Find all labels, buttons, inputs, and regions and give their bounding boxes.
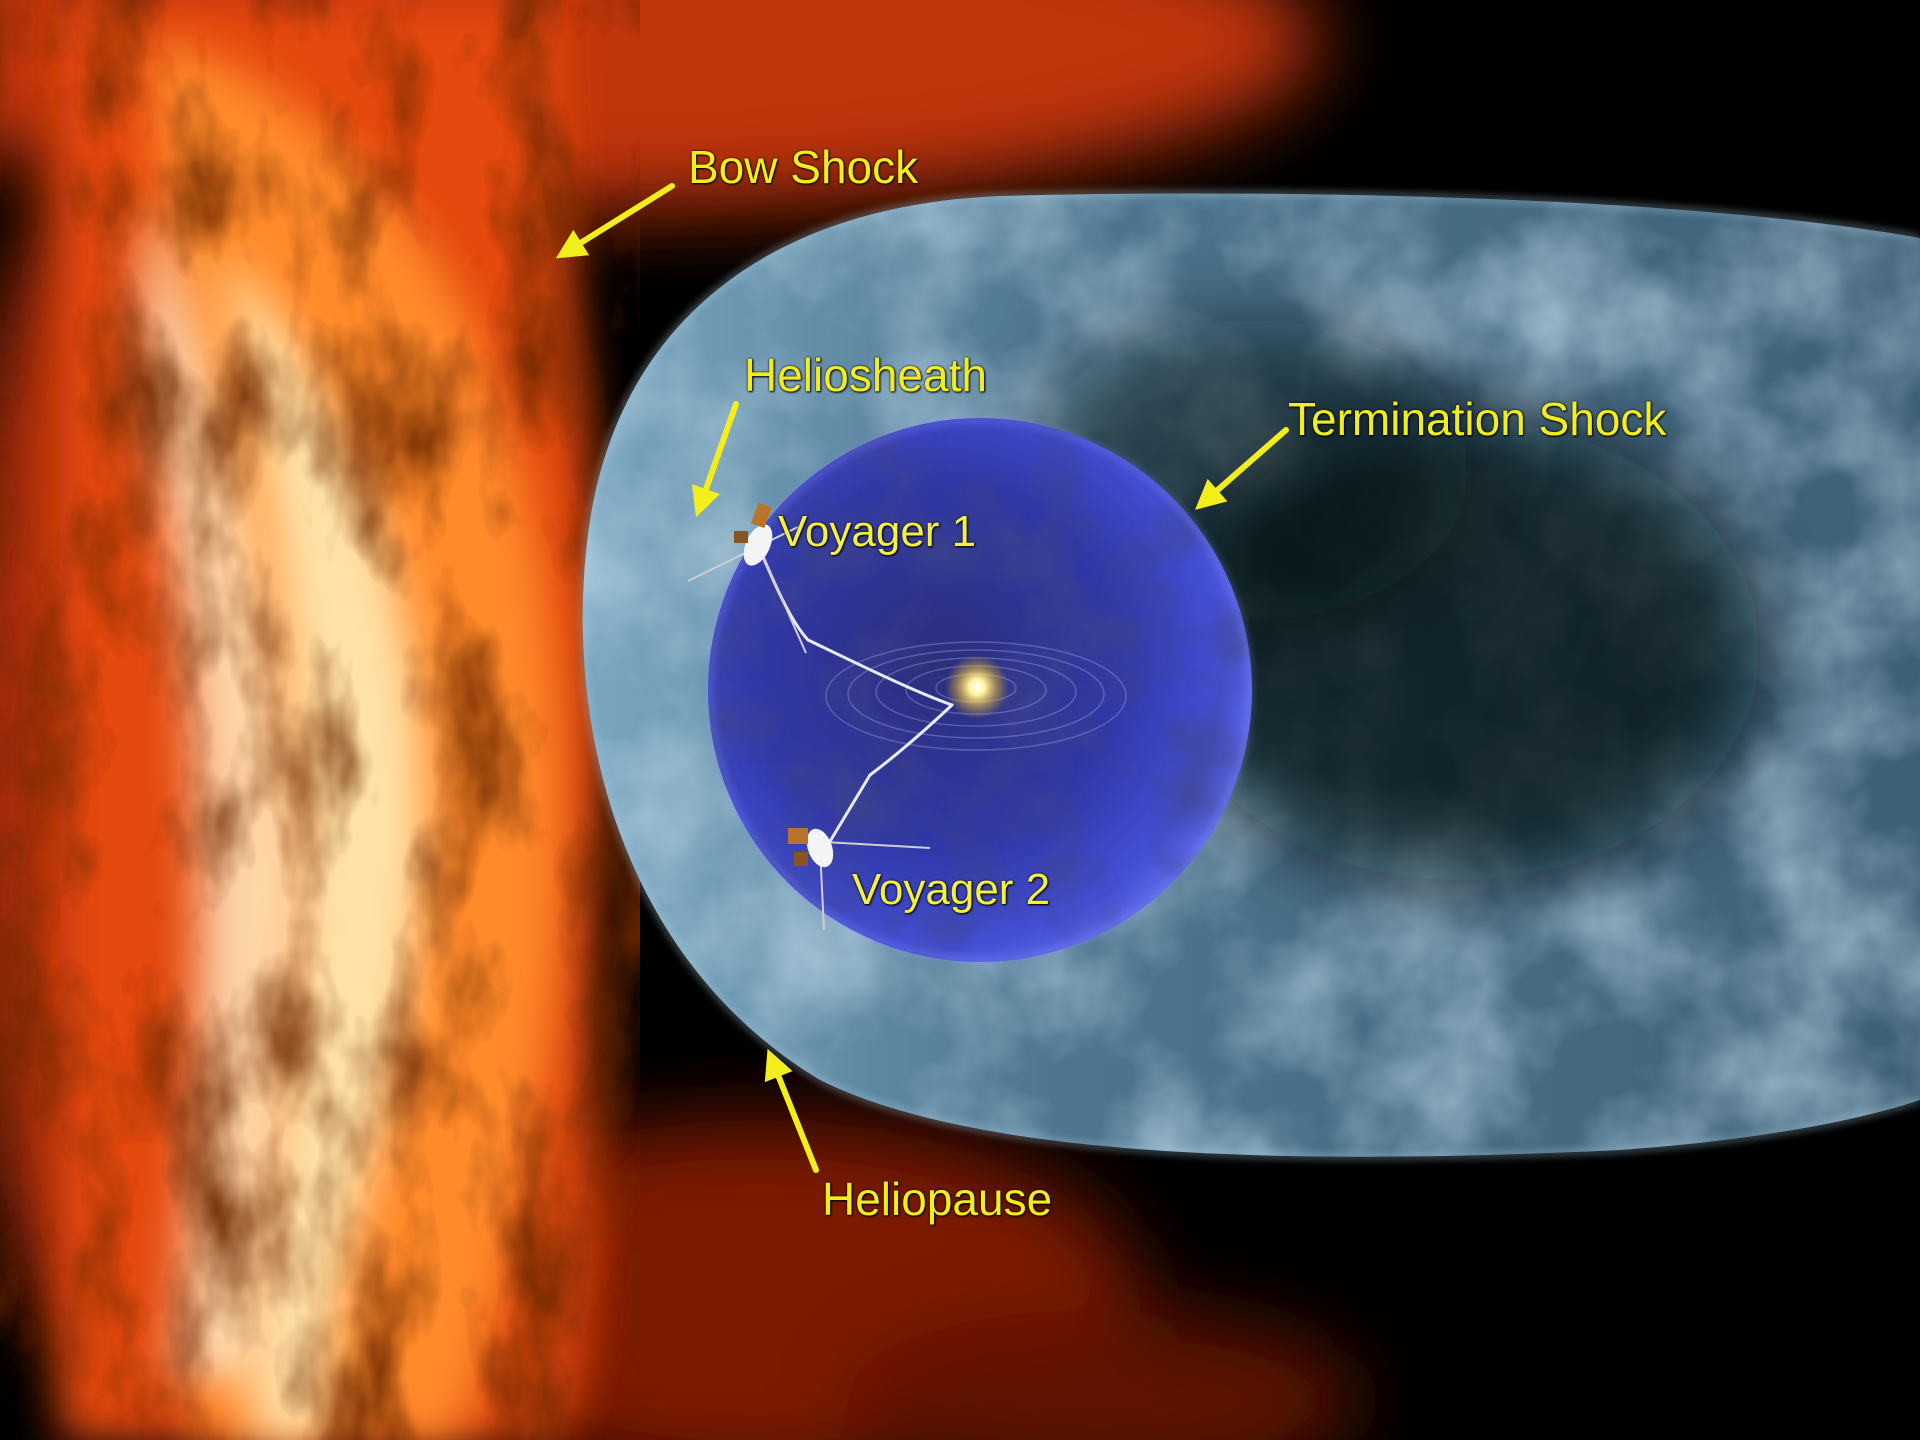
termination-shock-arrow [1194,427,1289,510]
sun-icon [945,655,1009,719]
heliopause-label: Heliopause [822,1173,1053,1225]
heliosheath-arrow [691,401,739,518]
voyager-2-trajectory [824,703,954,850]
voyager-2-label: Voyager 2 [852,865,1051,914]
bow-shock-label: Bow Shock [688,141,919,193]
voyager-1-label: Voyager 1 [778,507,977,556]
bow-shock-arrow [555,183,675,259]
callout-arrows [555,183,1289,1173]
bow-shock [0,0,640,1440]
heliopause-arrow [764,1048,819,1173]
heliosheath-label: Heliosheath [744,349,987,401]
voyager-1-spacecraft-icon [687,502,807,654]
voyager-2-spacecraft-icon [788,828,931,931]
termination-shock-label: Termination Shock [1288,393,1667,445]
